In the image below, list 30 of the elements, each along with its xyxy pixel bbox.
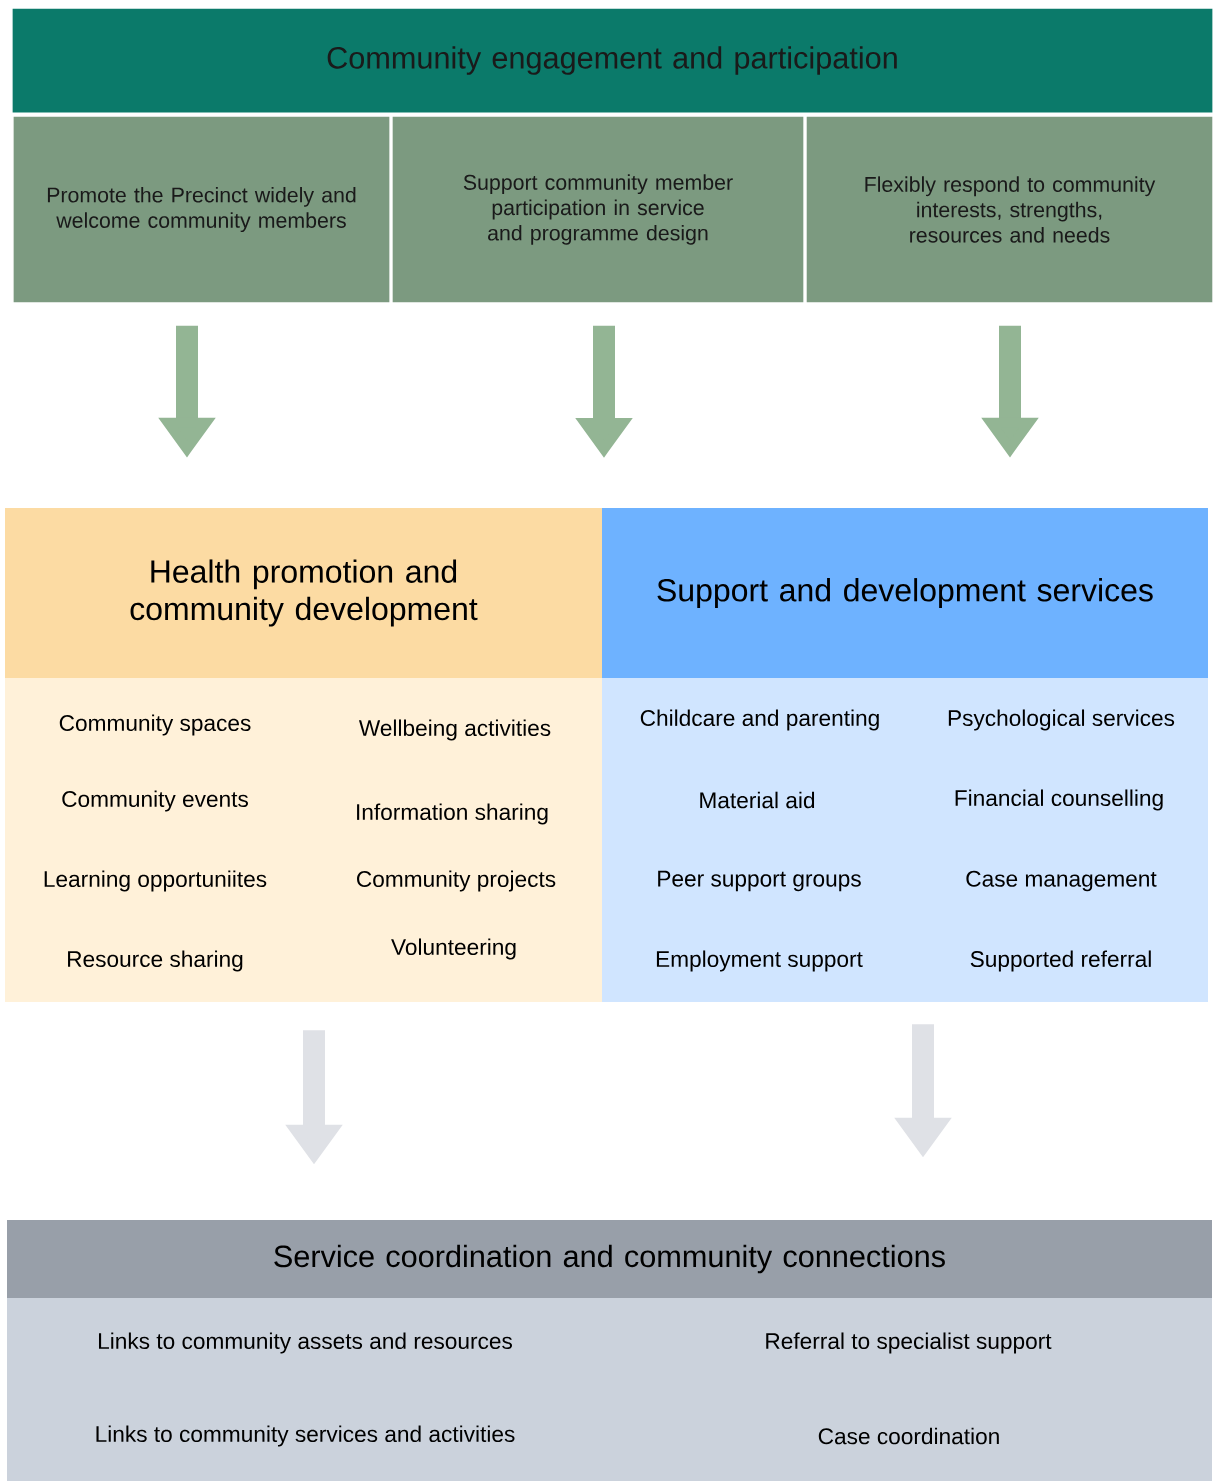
item-text: Wellbeing activities [358,719,551,741]
section-heading: Support and development services [657,578,1153,608]
item-text: Case coordination [818,1427,999,1445]
section-panel [602,508,1208,1002]
item-text: Links to community services and activities [96,1425,515,1447]
section-heading: Service coordination and community connections [274,1244,945,1274]
item-text: Volunteering [391,938,516,960]
item-text: Community projects [357,870,556,892]
item-text: Psychological services [948,709,1175,731]
item-text: Referral to specialist support [766,1332,1052,1354]
item-text: Financial counselling [955,789,1163,811]
item-text: Community events [62,790,248,812]
item-text: Supported referral [970,950,1151,972]
item-text: Information sharing [357,803,548,825]
item-text: Community spaces [59,714,251,736]
item-text: Learning opportuniites [44,870,267,892]
item-text: Childcare and parenting [640,709,879,731]
title-band: Community engagement and participation [11,7,1213,114]
process-box: Support community member participation in service and programme design [391,115,805,304]
process-box: Promote the Precinct widely and welcome community members [12,115,391,304]
item-text: Material aid [700,791,815,809]
item-text: Case management [966,870,1157,892]
process-box: Flexibly respond to community interests, strengths, resources and needs [805,115,1213,304]
section-panel [5,508,602,1002]
item-text: Peer support groups [658,870,861,892]
section-panel [7,1220,1212,1481]
section-heading: Health promotion and community development [130,559,478,627]
item-text: Resource sharing [68,950,243,972]
item-text: Employment support [656,950,863,972]
item-text: Links to community assets and resources [99,1332,512,1354]
